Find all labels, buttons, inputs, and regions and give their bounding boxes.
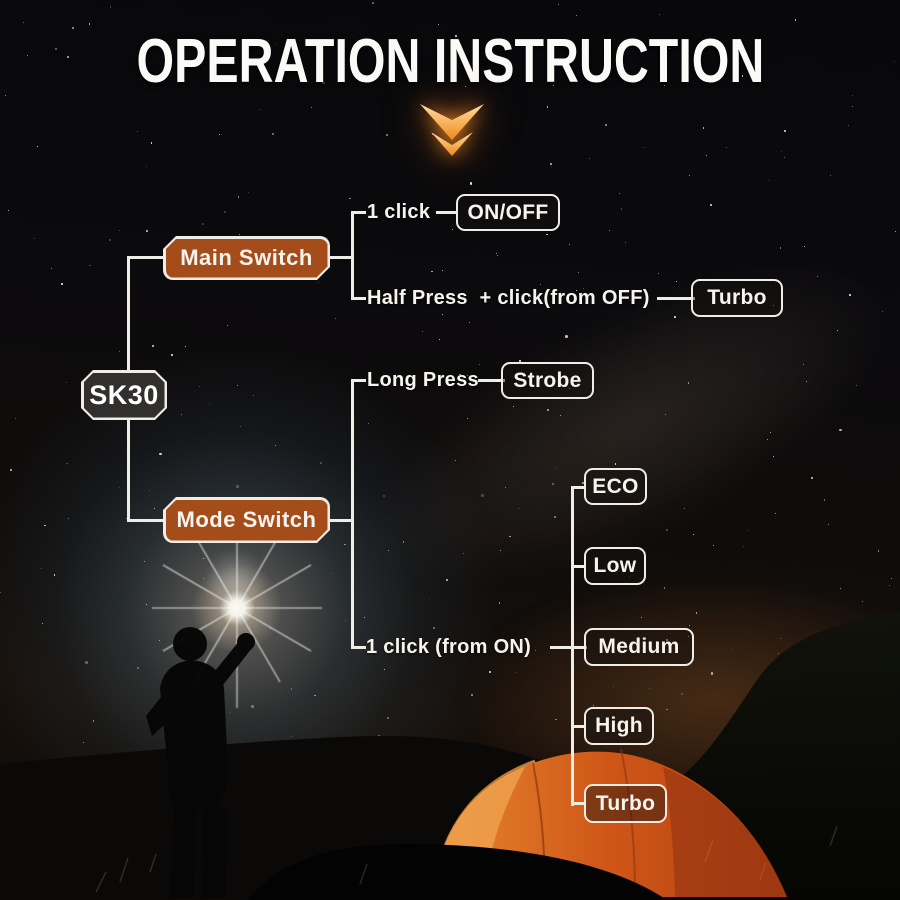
model-node: SK30 [81, 370, 167, 420]
connector-line [127, 519, 165, 522]
connector-line [354, 211, 366, 214]
connector-line [328, 519, 354, 522]
mode-node-medium: Medium [584, 628, 694, 666]
page-title: OPERATION INSTRUCTION [136, 27, 764, 96]
action-label-1-click: 1 click [367, 201, 431, 223]
foreground-rock [248, 843, 667, 900]
result-node-turbo: Turbo [691, 279, 783, 317]
connector-line [328, 256, 354, 259]
result-node-strobe: Strobe [501, 362, 594, 399]
connector-line [574, 802, 586, 805]
connector-line [436, 211, 458, 214]
connector-line [574, 486, 586, 489]
person-silhouette [146, 627, 255, 898]
connector-line [354, 297, 366, 300]
mode-switch-node: Mode Switch [163, 497, 330, 543]
connector-line [574, 565, 586, 568]
connector-line [354, 379, 366, 382]
mode-node-eco: ECO [584, 468, 647, 505]
action-label-long-press: Long Press [367, 369, 479, 391]
result-node-on-off: ON/OFF [456, 194, 560, 231]
connector-line [127, 256, 165, 259]
mode-node-low: Low [584, 547, 646, 585]
action-label-1-click-from-on: 1 click (from ON) [366, 636, 532, 658]
connector-line [478, 379, 505, 382]
action-label-half-press: Half Press + click(from OFF) [367, 287, 650, 309]
mode-node-high: High [584, 707, 654, 745]
connector-line [351, 211, 354, 300]
connector-line [550, 646, 587, 649]
main-switch-node: Main Switch [163, 236, 330, 280]
double-chevron-down-icon [420, 104, 484, 156]
grass-highlights [95, 825, 838, 893]
lens-flare [203, 548, 267, 612]
flashlight-starburst-icon [152, 508, 322, 708]
connector-line [354, 646, 366, 649]
connector-line [351, 379, 354, 649]
mode-node-turbo: Turbo [584, 784, 667, 823]
connector-line [571, 486, 574, 806]
connector-line [574, 725, 586, 728]
connector-line [657, 297, 695, 300]
